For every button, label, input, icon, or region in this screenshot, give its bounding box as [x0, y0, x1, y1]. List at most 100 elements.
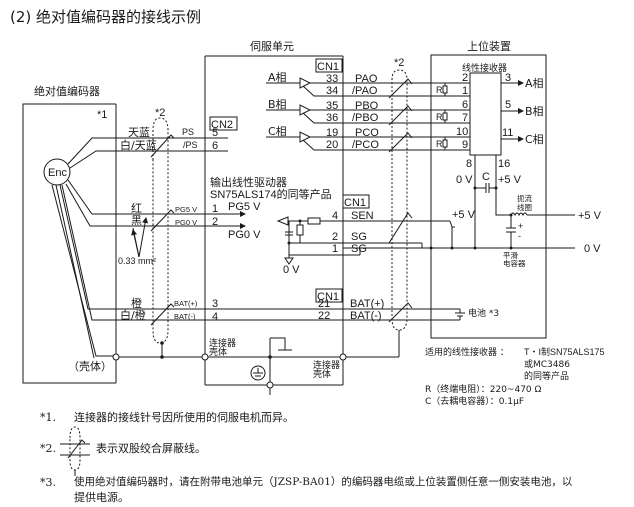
receiver-spec-label: 适用的线性接收器 ： [425, 346, 509, 358]
twist-marks-encoder [150, 134, 175, 326]
receiver-pin: 2 [462, 72, 468, 84]
cn1-pin: 2 [332, 231, 338, 243]
cn1-pin: 35 [326, 100, 338, 112]
shield-encoder-cable [152, 117, 169, 344]
note-2: *2. 表示双股绞合屏蔽线。 [40, 442, 206, 455]
cn2-signal: PG0 V [175, 218, 197, 227]
cn1-connector-label-2 [342, 194, 370, 209]
receiver-pin: 10 [456, 126, 468, 138]
note-1: *1. 连接器的接线针号因所使用的伺服电机而异。 [40, 411, 294, 424]
smoothing-capacitor [506, 215, 516, 248]
wire-gauge-label: 0.33 mm² [118, 256, 156, 266]
sen-supply-label: +5 V [452, 209, 476, 221]
phase-label: A相 [268, 71, 287, 84]
cn1-signal: BAT(-) [350, 310, 382, 322]
cn2-pin: 5 [212, 127, 218, 139]
choke-label: 扼流 [517, 193, 532, 203]
supply-0v-label: 0 V [584, 243, 601, 255]
cn2-pin-lines [205, 137, 228, 152]
termination-resistors [442, 83, 448, 150]
encoder-block-title: 绝对值编码器 [34, 84, 100, 98]
cn1-pin: 34 [326, 85, 338, 97]
receiver-gnd-label: 0 V [456, 174, 473, 186]
cn2-signal: /PS [183, 140, 198, 150]
cn2-pin: 2 [212, 216, 218, 228]
receiver-output-label: C相 [525, 133, 544, 146]
receiver-output-label: A相 [525, 77, 544, 90]
resistor-label: R [436, 139, 443, 149]
sen-circuit [276, 216, 455, 265]
decoupling-cap-label: C [482, 171, 490, 183]
cn1-pin: 22 [318, 310, 330, 322]
servo-0v-label: 0 V [283, 264, 300, 276]
cn1-pin: 33 [326, 73, 338, 85]
cn2-pin: 3 [212, 298, 218, 310]
encoder-wires [51, 137, 205, 359]
smoothing-cap-label: 平滑 [503, 250, 518, 260]
receiver-pin: 9 [462, 139, 468, 151]
cn2-label-text: CN2 [211, 119, 233, 131]
receiver-title: 线性接收器 [462, 62, 507, 74]
cn2-pin: 4 [212, 311, 218, 323]
connector-shell-label: 壳体 [209, 346, 227, 358]
connector-shell-label: 壳体 [313, 368, 331, 380]
cn1-signal: SG [351, 231, 367, 243]
receiver-spec-value: T・I制SN75ALS175 [524, 346, 605, 357]
resistor-label: R [436, 112, 443, 122]
wire-color-label: 天蓝 [128, 126, 150, 139]
servo-block-title: 伺服单元 [250, 40, 294, 53]
ground-symbol [250, 365, 266, 381]
connector-shell-label: 连接器 [209, 337, 236, 349]
receiver-pin: 6 [462, 99, 468, 111]
phase-label: B相 [268, 98, 287, 111]
cn1-connector-label-3 [315, 288, 343, 303]
cn1-signal: SG [351, 243, 367, 255]
wire-color-label: 黑 [131, 214, 142, 227]
receiver-output-label: B相 [525, 105, 544, 118]
wire-color-label: 橙 [131, 296, 142, 310]
cn2-connector-label [209, 116, 238, 131]
shield-ground-bus [116, 330, 400, 395]
host-device-box [430, 54, 547, 339]
cn1-pin: 19 [326, 127, 338, 139]
cn1-signal: PBO [355, 100, 379, 112]
connector-shell-label: 连接器 [313, 359, 340, 371]
note-3-continued: 提供电源。 [74, 491, 129, 504]
choke-coil [510, 212, 575, 217]
cn1-label-text: CN1 [317, 291, 339, 303]
cap-minus: - [518, 231, 521, 241]
resistor-label: R [436, 85, 443, 95]
receiver-out-pin: 3 [505, 72, 511, 84]
encoder-shell-label: （壳体） [68, 359, 112, 373]
cn2-signal: PS [182, 127, 194, 137]
cn2-signal: PG5 V [175, 205, 197, 214]
note-3: *3. 使用绝对值编码器时，请在附带电池单元（JZSP-BA01）的编码器电缆或… [40, 476, 573, 489]
pg-power-arrows [205, 211, 246, 229]
cn2-signal: BAT(+) [174, 299, 198, 308]
cn1-pin: 36 [326, 112, 338, 124]
shield-ref-2-left: *2 [155, 107, 165, 119]
resistor-spec: R（终端电阻）：220~470 Ω [425, 383, 542, 395]
cn2-pin: 6 [212, 140, 218, 152]
note-ref-1: *1 [97, 109, 107, 121]
page-title: (2) 绝对值编码器的接线示例 [10, 8, 201, 26]
receiver-out-pin: 5 [505, 99, 511, 111]
cn2-signal: BAT(-) [174, 312, 196, 321]
cn1-pin: 4 [332, 210, 338, 222]
cn1-signal: /PBO [352, 112, 379, 124]
supply-5v-label: +5 V [578, 210, 602, 222]
cn1-pin: 21 [318, 298, 330, 310]
receiver-spec-value: 的同等产品 [524, 370, 569, 382]
receiver-pin: 7 [462, 112, 468, 124]
shell-nodes [112, 353, 347, 389]
cn1-label-text: CN1 [317, 61, 339, 73]
cn1-signal: /PAO [352, 85, 378, 97]
receiver-outputs [501, 80, 524, 142]
line-receiver-ic [469, 72, 502, 156]
wire-color-label: 白/橙 [120, 308, 146, 322]
phase-drivers [266, 77, 343, 151]
receiver-vcc-label: +5 V [498, 174, 522, 186]
receiver-vcc-pin: 16 [498, 158, 510, 170]
cn1-signal: SEN [351, 210, 374, 222]
